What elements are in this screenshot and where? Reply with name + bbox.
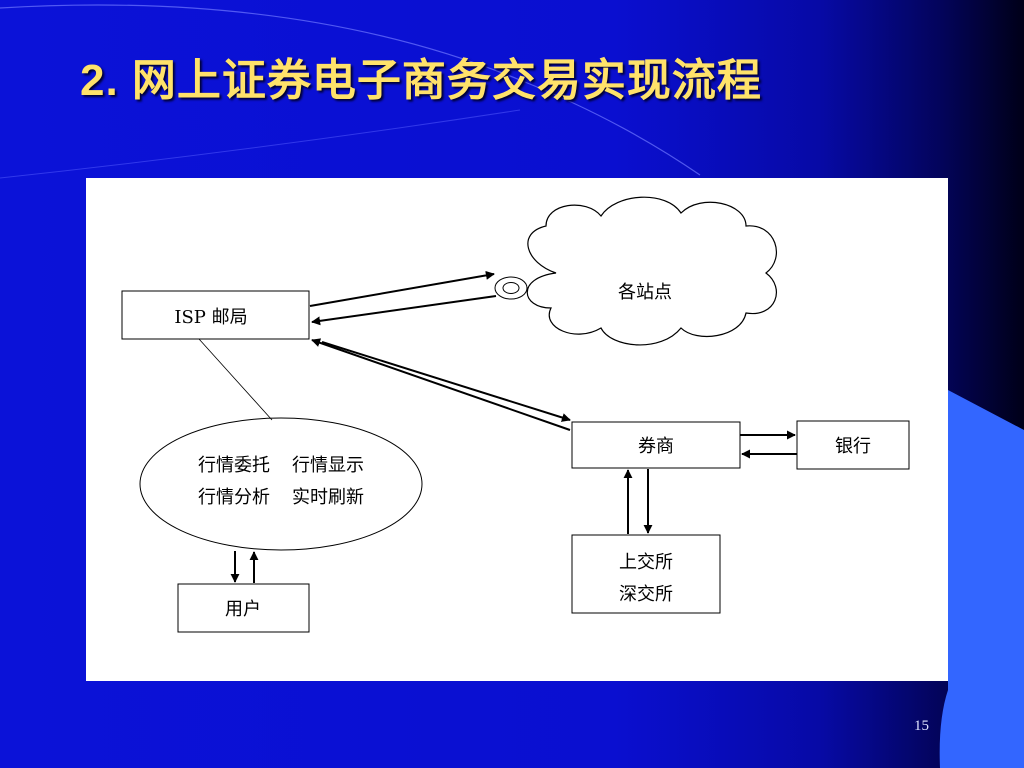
user-label: 用户 xyxy=(225,599,261,620)
arrow-isp-to-broker xyxy=(321,341,571,422)
isp-label: ISP 邮局 xyxy=(174,307,247,328)
bank-node: 银行 xyxy=(796,420,910,470)
exchange-node: 上交所 深交所 xyxy=(571,534,721,614)
sites-label: 各站点 xyxy=(618,282,672,303)
service-order-label: 行情委托 xyxy=(198,455,270,476)
arrow-broker-to-isp xyxy=(311,338,571,431)
page-number: 15 xyxy=(914,718,929,734)
broker-label: 券商 xyxy=(638,436,674,457)
slide-title: 2. 网上证券电子商务交易实现流程 xyxy=(80,56,762,105)
service-analysis-label: 行情分析 xyxy=(198,487,270,508)
exchange-label-sh: 上交所 xyxy=(619,552,673,573)
isp-services-link xyxy=(198,338,273,421)
service-display-label: 行情显示 xyxy=(292,455,364,476)
arrow-sites-to-isp xyxy=(311,295,497,326)
services-ellipse: 行情委托 行情显示 行情分析 实时刷新 xyxy=(139,417,423,551)
exchange-label-sz: 深交所 xyxy=(619,584,673,605)
sites-cloud: 各站点 xyxy=(494,196,777,346)
service-refresh-label: 实时刷新 xyxy=(292,487,364,508)
isp-node: ISP 邮局 xyxy=(121,290,310,340)
arrow-isp-to-sites xyxy=(309,270,495,307)
connector-ring-inner xyxy=(502,282,520,294)
diagram-panel: 各站点 ISP 邮局 券商 银行 上交所 深交所 行情委托 行情显示 行情 xyxy=(86,178,948,681)
flow-diagram: 各站点 ISP 邮局 券商 银行 上交所 深交所 行情委托 行情显示 行情 xyxy=(121,196,910,633)
broker-node: 券商 xyxy=(571,421,741,469)
bank-label: 银行 xyxy=(835,436,871,457)
accent-shape xyxy=(939,390,1024,768)
user-node: 用户 xyxy=(177,583,310,633)
